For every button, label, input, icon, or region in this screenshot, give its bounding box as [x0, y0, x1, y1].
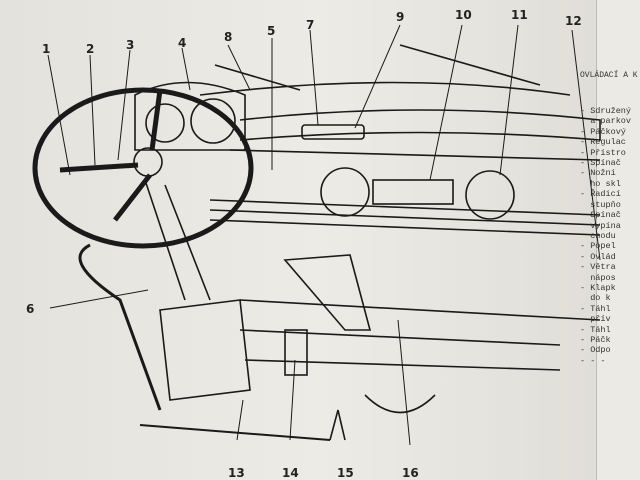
callout-3: 3	[126, 38, 135, 52]
callout-10: 10	[455, 8, 472, 22]
dash-rails	[209, 199, 601, 236]
steering-wheel	[32, 87, 254, 249]
heater-controls	[372, 179, 454, 205]
legend-line: - Nožní	[580, 168, 616, 179]
dash-upper-panel	[239, 109, 601, 141]
legend-line: - Přístro	[580, 147, 626, 158]
legend-line: přív	[580, 314, 611, 325]
callout-15: 15	[337, 466, 354, 480]
gear-lever-cover	[283, 254, 372, 331]
right-vent-icon	[465, 170, 515, 220]
callout-6: 6	[26, 302, 35, 316]
switch-panel	[301, 124, 365, 140]
controls-legend: OVLÁDACÍ A K - Sdružený a parkov- Páčkov…	[580, 40, 640, 387]
legend-line: - Spínač	[580, 210, 621, 221]
legend-line: - Popel	[580, 241, 616, 252]
legend-line: nápos	[580, 272, 616, 283]
legend-line: - Sdružený	[580, 106, 632, 117]
steering-column	[144, 179, 211, 301]
cutoff-line	[139, 424, 331, 441]
callout-11: 11	[511, 8, 528, 22]
legend-line: - Táhl	[580, 303, 611, 314]
callout-5: 5	[267, 24, 276, 38]
legend-line: vypína	[580, 220, 621, 231]
legend-line: ho skl	[580, 178, 621, 189]
legend-line: chodu	[580, 230, 616, 241]
callout-16: 16	[402, 466, 419, 480]
legend-line: - Regulac	[580, 137, 626, 148]
legend-line: a parkov	[580, 116, 632, 127]
seat	[159, 299, 251, 401]
legend-line: - Odpo	[580, 345, 611, 356]
legend-line: - Ovlád	[580, 251, 616, 262]
floor-lines	[239, 299, 601, 371]
wiper-icon	[214, 44, 541, 91]
accelerator-pedal	[284, 329, 308, 376]
callout-9: 9	[396, 10, 405, 24]
legend-line: do k	[580, 293, 611, 304]
facing-page	[596, 0, 640, 480]
legend-line: - Táhl	[580, 324, 611, 335]
callout-8: 8	[224, 30, 233, 44]
legend-line: - - -	[580, 355, 606, 366]
legend-line: - Větra	[580, 262, 616, 273]
legend-line: - Páčkový	[580, 126, 626, 137]
horn-button	[133, 147, 163, 177]
callout-2: 2	[86, 42, 95, 56]
callout-14: 14	[282, 466, 299, 480]
callout-1: 1	[42, 42, 51, 56]
callout-12: 12	[565, 14, 582, 28]
legend-line: stupňo	[580, 199, 621, 210]
legend-line: - Páčk	[580, 334, 611, 345]
gauge-icon	[190, 98, 236, 144]
legend-line: - Klapk	[580, 282, 616, 293]
callout-7: 7	[306, 18, 315, 32]
callout-13: 13	[228, 466, 245, 480]
legend-title: OVLÁDACÍ A K	[580, 70, 638, 80]
left-vent-icon	[320, 167, 370, 217]
legend-line: - Spínač	[580, 158, 621, 169]
legend-line: - Řadicí	[580, 189, 621, 200]
speedometer-icon	[145, 103, 185, 143]
lever-15	[329, 409, 346, 441]
seat-edge	[78, 243, 162, 411]
floor-hump	[364, 394, 436, 414]
dash-top-line	[199, 81, 571, 96]
callout-4: 4	[178, 36, 187, 50]
